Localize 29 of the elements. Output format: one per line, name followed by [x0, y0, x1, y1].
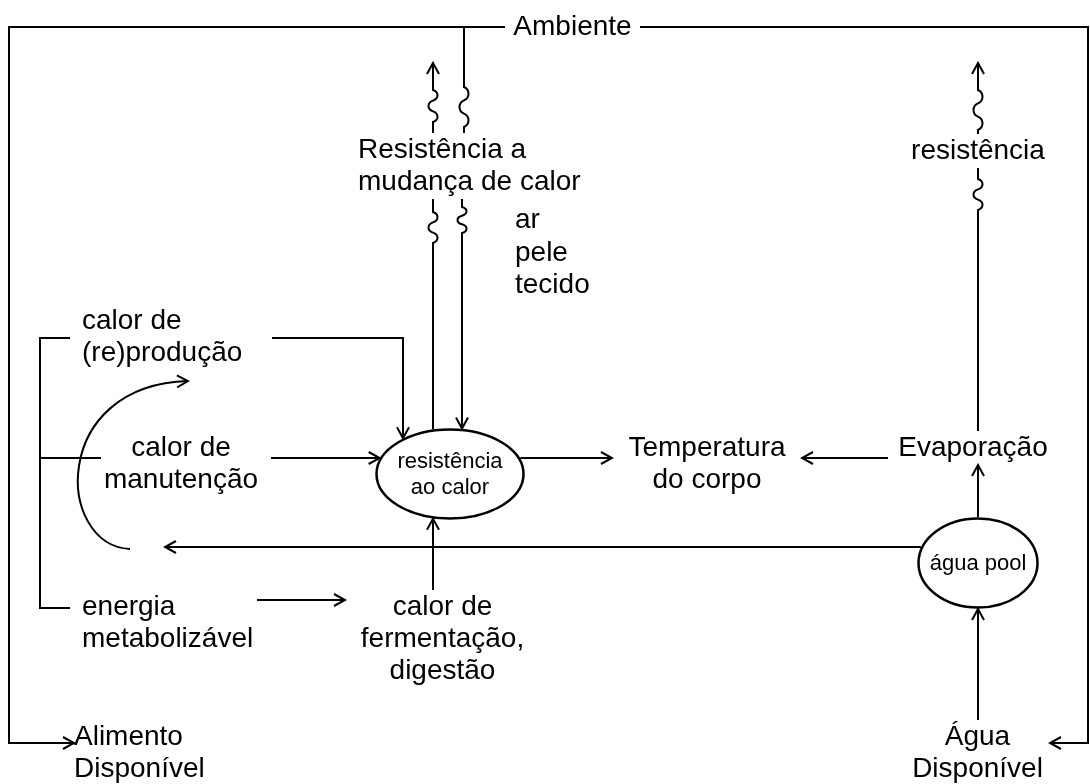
arrow	[164, 540, 922, 554]
arrow	[77, 375, 189, 550]
arrow	[426, 62, 440, 134]
flow-label: resistência	[903, 134, 1053, 168]
flow-label: Evaporação	[888, 431, 1058, 465]
arrow	[455, 198, 469, 430]
flow-label: energia metabolizável	[82, 590, 257, 656]
ellipse-node: resistência ao calor	[375, 428, 525, 520]
arrow	[971, 464, 985, 518]
arrow	[971, 608, 985, 721]
arrow	[971, 62, 985, 135]
ellipse-node: água pool	[917, 517, 1039, 609]
flow-label: calor de (re)produção	[82, 304, 272, 370]
layer-label: tecido	[515, 268, 590, 300]
layer-label: pele	[515, 236, 568, 268]
arrow	[256, 593, 346, 607]
arrow	[271, 337, 410, 440]
arrow	[519, 451, 613, 465]
flow-label: calor de manutenção	[91, 431, 271, 497]
arrow	[639, 26, 1089, 750]
layer-label: ar	[515, 203, 540, 235]
flow-label: Ambiente	[505, 10, 640, 44]
arrow	[270, 451, 381, 465]
flow-label: Temperatura do corpo	[612, 431, 802, 497]
flow-label: Água Disponível	[905, 720, 1050, 784]
flow-label: calor de fermentação, digestão	[345, 590, 540, 688]
arrow	[426, 517, 440, 591]
arrow	[801, 451, 889, 465]
flow-label: Alimento Disponível	[74, 720, 224, 784]
